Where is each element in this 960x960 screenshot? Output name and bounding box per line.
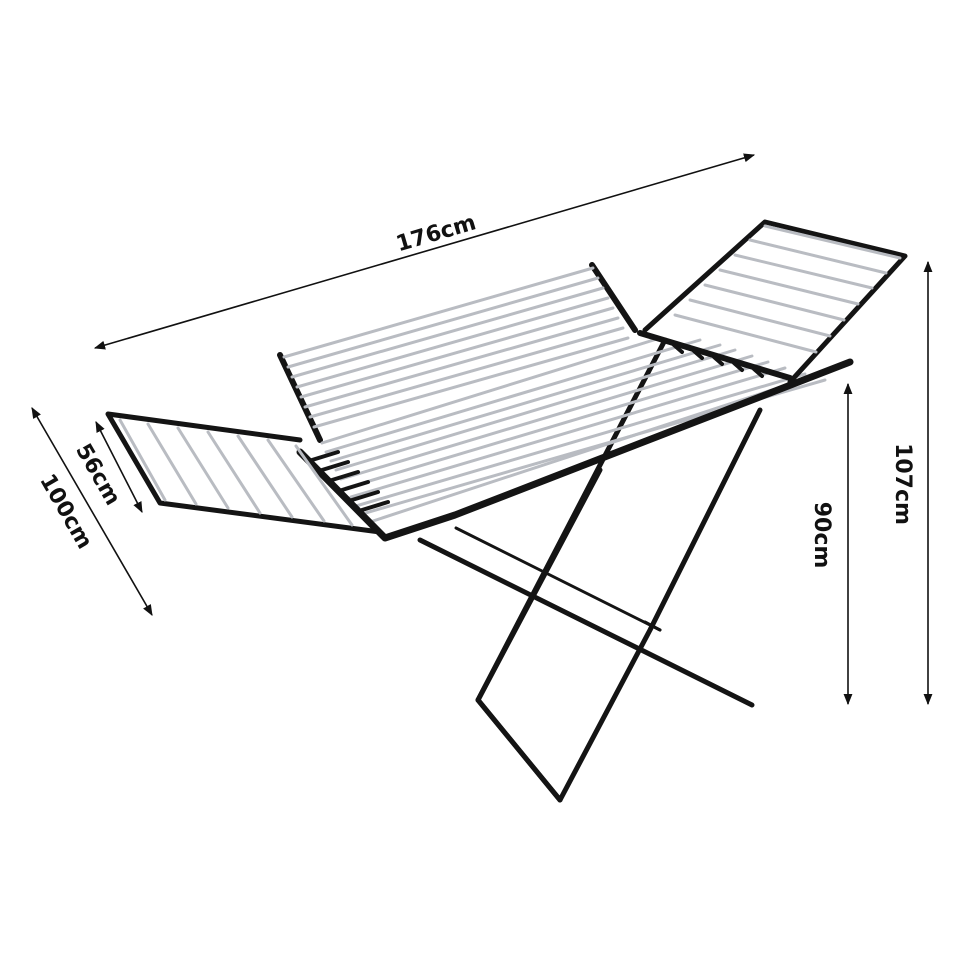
wing-depth-label: 56cm	[70, 440, 125, 510]
dimension-rail-height: 90cm	[809, 382, 853, 706]
total-height-label: 107cm	[890, 443, 915, 525]
width-label: 100cm	[34, 470, 97, 553]
length-label: 176cm	[393, 210, 479, 257]
left-wing	[105, 411, 383, 535]
right-wing	[642, 219, 908, 385]
center-back-rails	[282, 266, 630, 429]
dimension-wing-depth: 56cm	[70, 421, 143, 513]
rail-height-label: 90cm	[809, 502, 834, 569]
center-front-rails	[320, 336, 850, 524]
dimension-total-height: 107cm	[890, 260, 933, 706]
front-leg-frame	[417, 337, 755, 708]
